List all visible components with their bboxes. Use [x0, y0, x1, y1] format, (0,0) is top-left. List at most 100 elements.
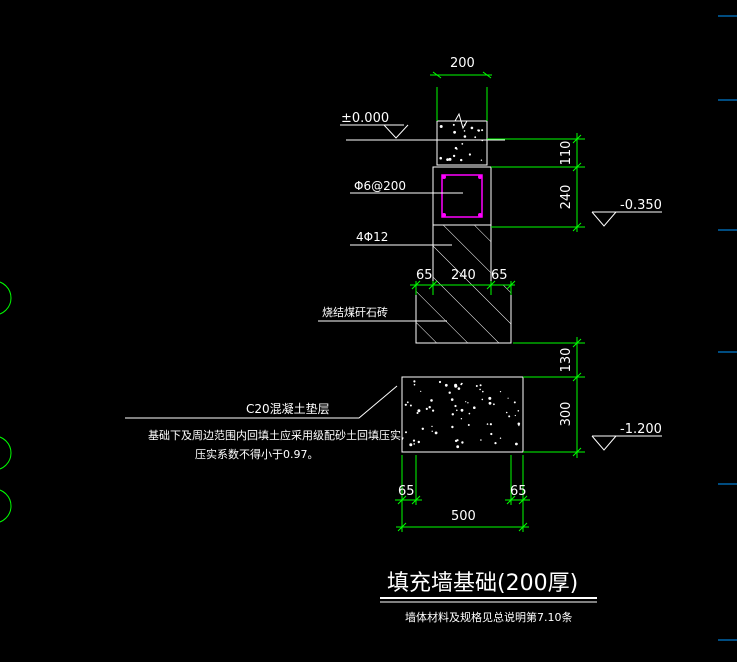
concrete-speckle — [446, 158, 449, 162]
concrete-speckle — [493, 403, 495, 406]
concrete-speckle — [439, 125, 443, 128]
dim-240-vertical: 240 — [559, 185, 574, 210]
concrete-pad — [401, 376, 524, 453]
concrete-speckle — [413, 383, 416, 386]
ground-level-label: ±0.000 — [341, 111, 389, 126]
concrete-speckle — [406, 401, 409, 404]
concrete-speckle — [465, 401, 467, 403]
pad-speckle — [404, 380, 521, 449]
dim-110: 110 — [559, 141, 574, 166]
concrete-speckle — [409, 404, 412, 407]
backfill-note-line-1: 基础下及周边范围内回填土应采用级配砂土回填压实, — [148, 428, 405, 442]
ground-level-marker — [340, 124, 409, 139]
concrete-speckle — [467, 402, 469, 404]
concrete-speckle — [448, 391, 451, 394]
leaders — [125, 192, 463, 419]
right-edge-marks — [718, 15, 737, 641]
dim-65-left-bottom: 65 — [398, 484, 415, 499]
concrete-speckle — [425, 407, 428, 410]
concrete-speckle — [514, 414, 516, 417]
concrete-speckle — [460, 383, 463, 386]
dim-65-right-top: 65 — [491, 268, 508, 283]
concrete-speckle — [505, 411, 508, 414]
concrete-speckle — [431, 430, 433, 432]
dim-240-middle: 240 — [451, 268, 476, 283]
concrete-speckle — [417, 409, 421, 413]
concrete-speckle — [456, 445, 460, 449]
backfill-note-line-2: 压实系数不得小于0.97。 — [195, 447, 319, 461]
concrete-speckle — [416, 412, 419, 414]
concrete-speckle — [474, 136, 477, 139]
concrete-speckle — [480, 439, 482, 441]
concrete-speckle — [456, 409, 458, 412]
concrete-speckle — [404, 403, 407, 406]
concrete-speckle — [451, 425, 454, 429]
step-dims — [410, 280, 516, 295]
wall-top-fill — [436, 120, 488, 166]
concrete-speckle — [420, 390, 422, 392]
concrete-speckle — [438, 380, 442, 384]
drawing-title: 填充墙基础(200厚) — [387, 571, 578, 596]
dim-200 — [430, 71, 492, 79]
brick-label: 烧结煤矸石砖 — [322, 305, 388, 319]
concrete-speckle — [481, 139, 484, 142]
concrete-speckle — [461, 143, 464, 145]
concrete-speckle — [461, 441, 464, 444]
dim-65-left-top: 65 — [416, 268, 433, 283]
right-dims — [487, 133, 585, 458]
concrete-speckle — [479, 388, 481, 391]
grid-bubble-2 — [0, 436, 12, 470]
concrete-speckle — [468, 412, 471, 415]
concrete-speckle — [513, 401, 516, 404]
drawing-subtitle: 墙体材料及规格见总说明第7.10条 — [405, 610, 573, 624]
concrete-speckle — [450, 398, 454, 401]
concrete-speckle — [460, 418, 463, 420]
concrete-speckle — [481, 398, 484, 401]
concrete-speckle — [475, 385, 478, 387]
level-marker-0350 — [591, 211, 662, 227]
concrete-speckle — [452, 123, 455, 126]
level-footing-bottom: -1.200 — [620, 422, 662, 437]
concrete-speckle — [454, 404, 457, 408]
concrete-speckle — [482, 390, 484, 393]
dim-65-right-bottom: 65 — [510, 484, 527, 499]
concrete-speckle — [431, 425, 433, 428]
concrete-speckle — [463, 135, 467, 138]
concrete-speckle — [451, 413, 454, 416]
brick-wall — [415, 224, 512, 344]
dim-500: 500 — [451, 509, 476, 524]
level-marker-1200 — [591, 435, 662, 451]
level-beam-bottom: -0.350 — [620, 198, 662, 213]
concrete-speckle — [413, 380, 416, 383]
concrete-pad-label: C20混凝土垫层 — [246, 401, 330, 416]
concrete-speckle — [479, 384, 482, 387]
stirrup-rebar — [441, 174, 483, 218]
concrete-speckle — [457, 387, 461, 390]
concrete-speckle — [463, 124, 466, 126]
concrete-speckle — [432, 409, 435, 412]
concrete-speckle — [517, 410, 520, 412]
concrete-speckle — [421, 427, 424, 430]
concrete-speckle — [467, 424, 470, 426]
concrete-speckle — [463, 130, 466, 132]
concrete-speckle — [507, 397, 509, 399]
concrete-speckle — [468, 153, 471, 156]
concrete-speckle — [454, 439, 458, 443]
concrete-speckle — [490, 432, 493, 436]
concrete-speckle — [499, 437, 502, 439]
concrete-speckle — [518, 424, 520, 427]
dim-130: 130 — [559, 348, 574, 373]
concrete-speckle — [413, 443, 416, 445]
concrete-speckle — [480, 159, 483, 161]
concrete-speckle — [444, 383, 448, 387]
main-bars — [442, 175, 482, 217]
concrete-speckle — [508, 415, 511, 418]
concrete-speckle — [460, 408, 464, 412]
grid-bubble-1 — [0, 281, 12, 315]
concrete-speckle — [515, 442, 518, 446]
concrete-speckle — [417, 440, 420, 444]
grid-bubble-3 — [0, 489, 12, 523]
dim-300: 300 — [559, 402, 574, 427]
